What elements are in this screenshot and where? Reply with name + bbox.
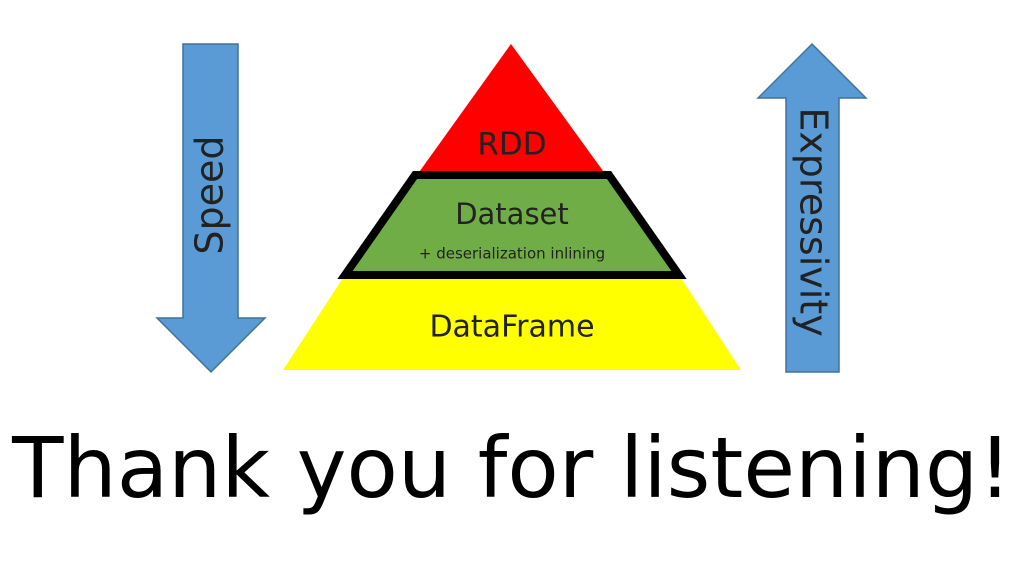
dataset-layer: [337, 171, 687, 279]
expressivity-arrow: Expressivity: [756, 42, 868, 373]
dataframe-label: DataFrame: [429, 310, 594, 345]
expressivity-label: Expressivity: [792, 107, 836, 336]
rdd-label: RDD: [477, 127, 546, 163]
closing-message: Thank you for listening!: [12, 419, 1012, 517]
expressivity-arrow-shape: [756, 42, 868, 373]
speed-arrow-shape: [155, 43, 267, 374]
dataset-label: Dataset: [455, 197, 569, 231]
rdd-layer: [417, 44, 606, 175]
speed-arrow: Speed: [155, 43, 267, 374]
dataframe-layer: [283, 278, 741, 370]
pyramid: RDD Dataset + deserialization inlining D…: [283, 44, 741, 370]
speed-label: Speed: [188, 135, 232, 254]
dataset-sublabel: + deserialization inlining: [419, 245, 605, 263]
